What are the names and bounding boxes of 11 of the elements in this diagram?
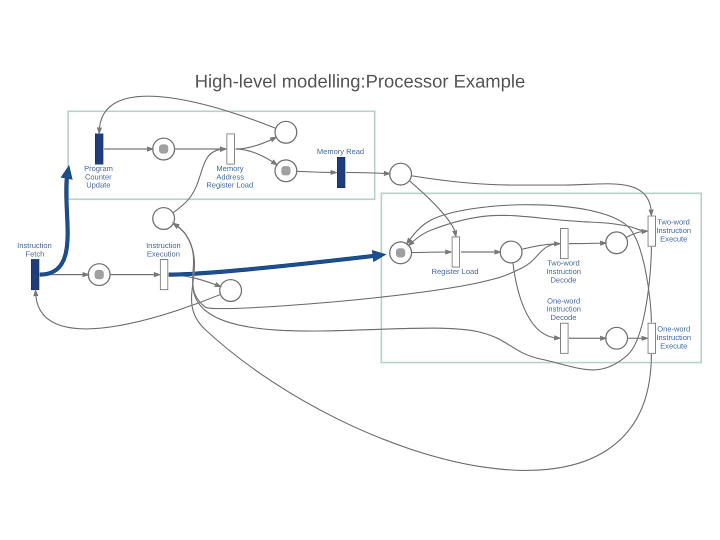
node-label: Instruction Fetch — [17, 240, 52, 258]
node-label: Memory Address Register Load — [206, 164, 254, 190]
diagram-title: High-level modelling:Processor Example — [194, 70, 526, 92]
node-label: Instruction Execution — [146, 240, 181, 258]
node-label: Memory Read — [316, 147, 364, 156]
node-label: Program Counter Update — [84, 164, 113, 190]
node-label: Two-word Instruction Decode — [546, 258, 581, 284]
node-label: One-word Instruction Decode — [546, 296, 581, 322]
node-label: One-word Instruction Execute — [656, 324, 692, 350]
node-label: Two-word Instruction Execute — [656, 218, 692, 244]
node-label: Register Load — [432, 266, 478, 276]
